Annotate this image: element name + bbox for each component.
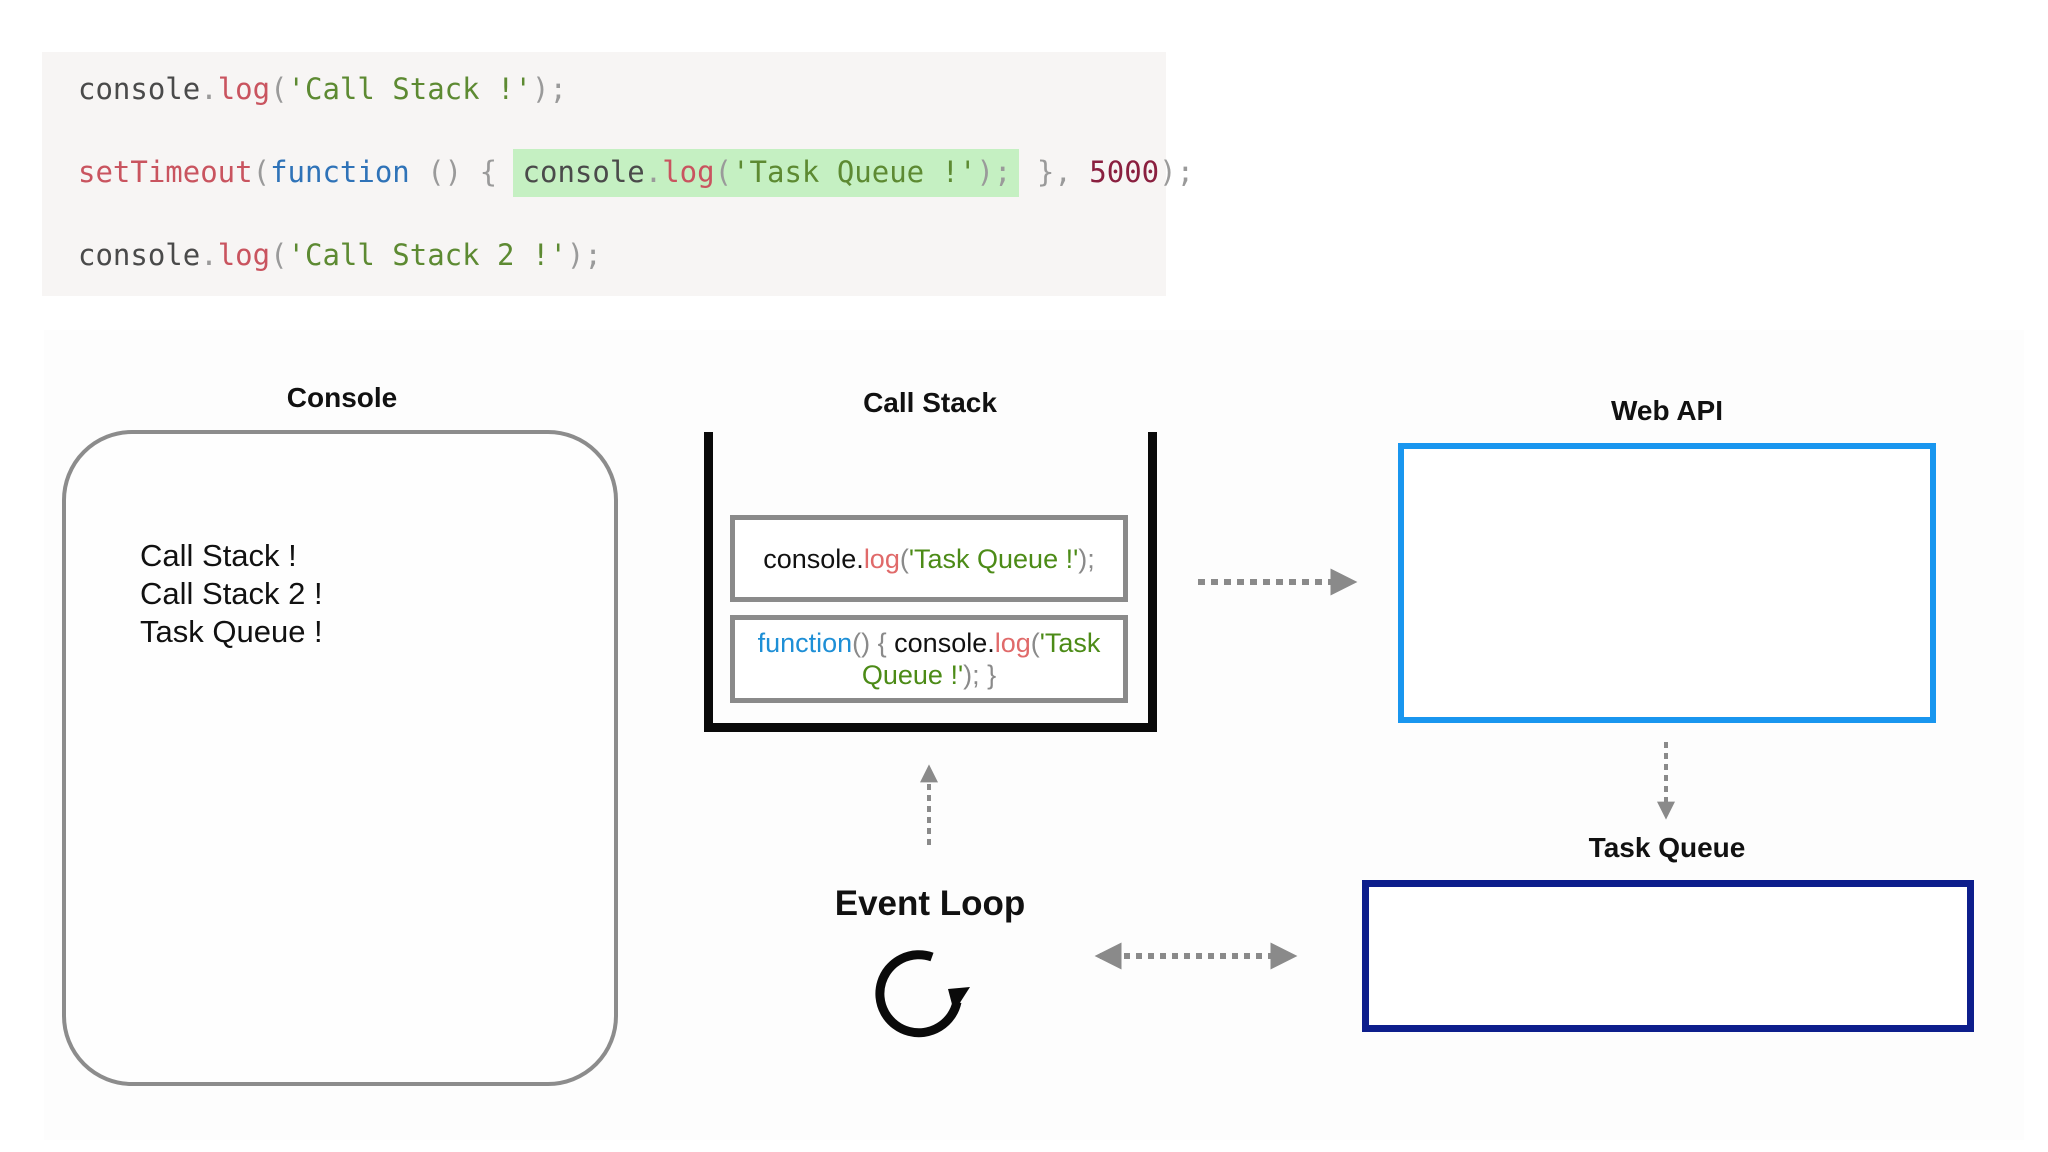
frame-token: ( [1030, 628, 1040, 658]
code-token: . [200, 238, 218, 272]
code-token: ); [531, 72, 567, 106]
code-token: log [662, 155, 715, 189]
frame-token: log [863, 543, 900, 574]
code-token: 'Call Stack 2 !' [287, 238, 567, 272]
web-api-title: Web API [1610, 395, 1723, 426]
stack-frame-callback-function: function() { console.log('Task Queue !')… [730, 615, 1128, 703]
web-api-panel [1398, 443, 1936, 723]
code-token: ( [714, 155, 733, 189]
code-token: console [522, 155, 645, 189]
frame-token: console. [894, 628, 995, 658]
code-block: console.log('Call Stack !'); setTimeout(… [42, 52, 1194, 296]
code-token: . [644, 155, 663, 189]
frame-token: 'Task Queue !' [908, 543, 1079, 574]
code-line-2: setTimeout(function () { console.log('Ta… [78, 149, 1195, 197]
call-stack-title: Call Stack [863, 387, 997, 418]
code-token: . [200, 72, 218, 106]
console-output-line: Task Queue ! [140, 614, 323, 649]
call-stack-left-wall [704, 432, 713, 732]
frame-token: ( [899, 543, 909, 574]
frame-token: function [757, 628, 853, 658]
code-token: ( [270, 72, 288, 106]
code-token: ( [270, 238, 288, 272]
event-loop-title: Event Loop [834, 884, 1026, 923]
stack-frame-console-log: console.log('Task Queue !'); [730, 515, 1128, 602]
console-output-line: Call Stack ! [140, 538, 297, 573]
frame-token: console. [763, 543, 864, 574]
stack-frame-text: function() { console.log('Task Queue !')… [758, 627, 1101, 691]
code-token: 'Task Queue !' [732, 155, 977, 189]
code-token: console [78, 238, 201, 272]
code-token: log [217, 72, 271, 106]
frame-token: 'Task [1039, 628, 1101, 658]
code-line-3: console.log('Call Stack 2 !'); [78, 238, 602, 272]
console-output-line: Call Stack 2 ! [140, 576, 323, 611]
code-token: ); [1159, 155, 1195, 189]
call-stack-bottom [704, 723, 1157, 732]
stack-frame-text: console.log('Task Queue !'); [763, 543, 1095, 575]
code-token: ); [566, 238, 602, 272]
code-token: 'Call Stack !' [287, 72, 532, 106]
code-token: }, [1019, 155, 1090, 189]
task-queue-panel [1362, 880, 1974, 1032]
code-token: ); [976, 155, 1012, 189]
console-panel: Call Stack ! Call Stack 2 ! Task Queue ! [62, 430, 618, 1086]
frame-token: ); } [963, 660, 997, 690]
code-token: () { [409, 155, 515, 189]
frame-token: ); [1078, 543, 1095, 574]
highlighted-callback-code: console.log('Task Queue !'); [512, 149, 1020, 197]
task-queue-title: Task Queue [1588, 832, 1746, 863]
circular-refresh-arrow-icon [875, 950, 970, 1038]
code-token: ( [252, 155, 271, 189]
code-token: console [78, 72, 201, 106]
code-token: 5000 [1089, 155, 1160, 189]
frame-token: log [994, 628, 1031, 658]
code-token: log [217, 238, 271, 272]
call-stack-right-wall [1148, 432, 1157, 732]
console-title: Console [286, 382, 398, 413]
code-token: function [270, 155, 410, 189]
code-line-1: console.log('Call Stack !'); [78, 72, 567, 106]
frame-token: Queue !' [861, 660, 964, 690]
frame-token: () { [852, 628, 895, 658]
code-token: setTimeout [78, 155, 253, 189]
